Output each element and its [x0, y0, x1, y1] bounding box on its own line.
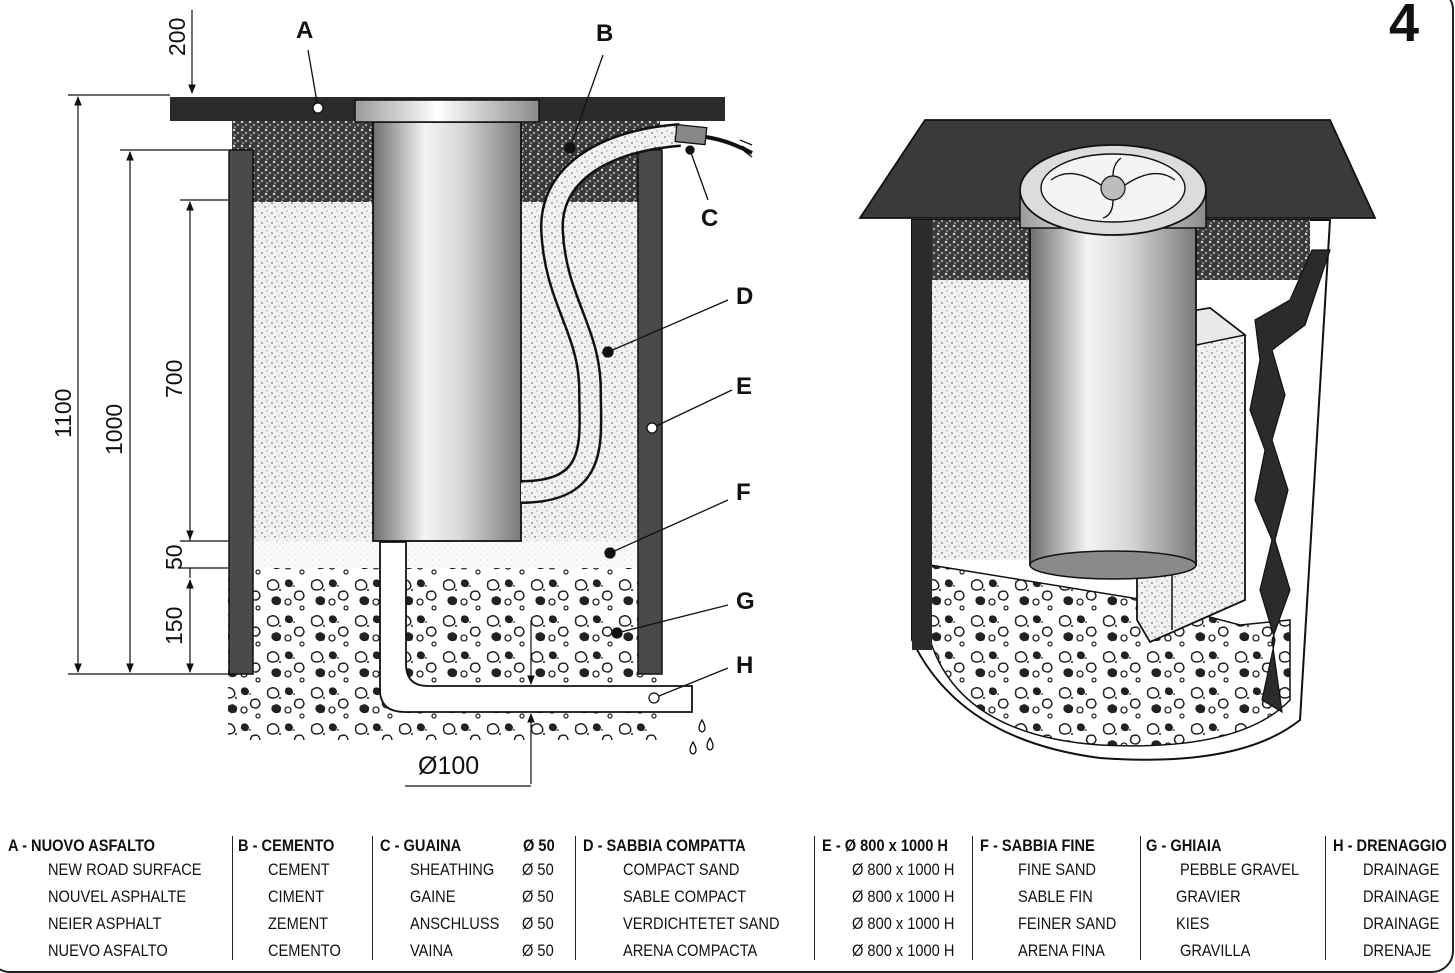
- legend-line: CEMENT: [268, 860, 330, 879]
- legend-line: FINE SAND: [1018, 860, 1096, 879]
- water-drops: [689, 718, 714, 755]
- legend-line-value: Ø 50: [522, 860, 554, 879]
- legend-line: GRAVIER: [1176, 887, 1241, 906]
- legend-key: C - GUAINA: [380, 836, 462, 855]
- legend-item-g: G - GHIAIA PEBBLE GRAVEL GRAVIER KIES GR…: [1146, 836, 1321, 960]
- callout-g: G: [736, 588, 755, 615]
- legend-line-value: Ø 50: [522, 914, 554, 933]
- legend-key-value: Ø 50: [523, 836, 555, 855]
- legend-divider: [372, 836, 373, 960]
- legend-item-c: C - GUAINA Ø 50 SHEATHING Ø 50 GAINE Ø 5…: [380, 836, 575, 960]
- legend-line-value: Ø 50: [522, 941, 554, 960]
- legend-line: ZEMENT: [268, 914, 329, 933]
- dim-700: 700: [161, 360, 187, 398]
- dim-drain-diameter: Ø100: [418, 752, 479, 780]
- conduit-end: [674, 123, 708, 146]
- dimension-lines: [68, 10, 535, 787]
- legend-line: CEMENTO: [268, 941, 341, 960]
- legend-line: DRAINAGE: [1363, 887, 1440, 906]
- legend-line: SHEATHING: [410, 860, 495, 879]
- figure-number: 4: [1389, 0, 1420, 53]
- dim-50: 50: [161, 544, 187, 570]
- legend-item-f: F - SABBIA FINE FINE SAND SABLE FIN FEIN…: [980, 836, 1140, 960]
- legend-key: B - CEMENTO: [238, 836, 335, 855]
- dim-1100: 1100: [50, 389, 76, 438]
- legend-item-b: B - CEMENTO CEMENT CIMENT ZEMENT CEMENTO: [238, 836, 368, 960]
- cable: [705, 135, 753, 155]
- leader-lines: [307, 49, 733, 704]
- legend-item-d: D - SABBIA COMPATTA COMPACT SAND SABLE C…: [583, 836, 813, 960]
- legend-divider: [1325, 836, 1326, 960]
- legend-divider: [575, 836, 576, 960]
- cutaway-bollard-body: [1029, 224, 1197, 566]
- callout-h: H: [736, 652, 753, 679]
- bollard-head: [354, 99, 540, 123]
- callout-d: D: [736, 283, 753, 310]
- legend-line: NOUVEL ASPHALTE: [48, 887, 187, 906]
- legend-line: VERDICHTETET SAND: [623, 914, 780, 933]
- legend-line: GAINE: [410, 887, 456, 906]
- callout-c: C: [701, 205, 718, 232]
- legend-line: NEW ROAD SURFACE: [48, 860, 202, 879]
- legend-line: DRAINAGE: [1363, 914, 1440, 933]
- container-wall-left: [228, 149, 254, 675]
- legend-item-a: A - NUOVO ASFALTO NEW ROAD SURFACE NOUVE…: [8, 836, 233, 960]
- right-cutaway: [858, 119, 1377, 761]
- dim-1000: 1000: [101, 404, 127, 455]
- cross-section-drawing: A B C D E F G H 200 1100 1000 700 50 150…: [50, 10, 1377, 787]
- legend-divider: [972, 836, 973, 960]
- legend-line: COMPACT SAND: [623, 860, 740, 879]
- legend-line: Ø 800 x 1000 H: [852, 887, 955, 906]
- legend-line: GRAVILLA: [1180, 941, 1251, 960]
- fine-sand-layer: [253, 541, 638, 568]
- dim-200: 200: [164, 18, 190, 56]
- legend-item-e: E - Ø 800 x 1000 H Ø 800 x 1000 H Ø 800 …: [822, 836, 972, 960]
- legend-line: ARENA COMPACTA: [623, 941, 758, 960]
- legend-line: ANSCHLUSS: [410, 914, 500, 933]
- legend-line: ARENA FINA: [1018, 941, 1105, 960]
- legend-line: DRAINAGE: [1363, 860, 1440, 879]
- legend-key: G - GHIAIA: [1146, 836, 1222, 855]
- callout-f: F: [736, 479, 751, 506]
- callout-e: E: [736, 373, 752, 400]
- legend-line: VAINA: [410, 941, 453, 960]
- legend: A - NUOVO ASFALTO NEW ROAD SURFACE NOUVE…: [0, 836, 1455, 960]
- container-wall-right: [637, 149, 663, 675]
- legend-line: KIES: [1176, 914, 1210, 933]
- callout-a: A: [296, 17, 313, 44]
- cutaway-sand-left: [932, 280, 1030, 560]
- callout-b: B: [596, 20, 613, 47]
- dim-150: 150: [161, 607, 187, 645]
- left-section: A B C D E F G H 200 1100 1000 700 50 150…: [50, 10, 755, 787]
- legend-line: CIMENT: [268, 887, 325, 906]
- legend-divider: [232, 836, 233, 960]
- legend-key: H - DRENAGGIO: [1333, 836, 1447, 855]
- cutaway-gravel: [929, 564, 1291, 747]
- legend-line: PEBBLE GRAVEL: [1180, 860, 1300, 879]
- legend-line: SABLE COMPACT: [623, 887, 747, 906]
- legend-line: FEINER SAND: [1018, 914, 1117, 933]
- legend-line-value: Ø 50: [522, 887, 554, 906]
- legend-line: NUEVO ASFALTO: [48, 941, 168, 960]
- bollard-body: [372, 121, 522, 542]
- legend-key: E - Ø 800 x 1000 H: [822, 836, 948, 855]
- gravel-layer: [228, 568, 658, 740]
- legend-line: DRENAJE: [1363, 941, 1432, 960]
- legend-line: NEIER ASPHALT: [48, 914, 162, 933]
- legend-key: D - SABBIA COMPATTA: [583, 836, 746, 855]
- legend-divider: [1140, 836, 1141, 960]
- legend-key: A - NUOVO ASFALTO: [8, 836, 156, 855]
- legend-divider: [814, 836, 815, 960]
- legend-line: Ø 800 x 1000 H: [852, 941, 955, 960]
- legend-item-h: H - DRENAGGIO DRAINAGE DRAINAGE DRAINAGE…: [1333, 836, 1455, 960]
- legend-line: SABLE FIN: [1018, 887, 1093, 906]
- legend-line: Ø 800 x 1000 H: [852, 860, 955, 879]
- legend-key: F - SABBIA FINE: [980, 836, 1095, 855]
- legend-line: Ø 800 x 1000 H: [852, 914, 955, 933]
